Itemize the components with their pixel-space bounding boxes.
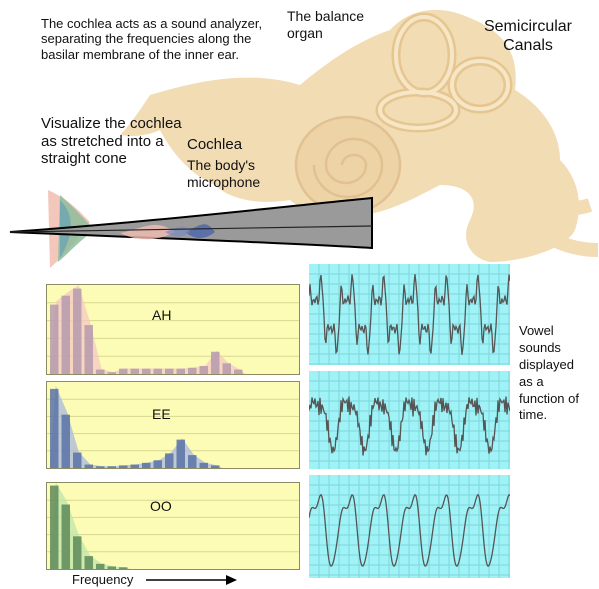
spectrum-ah: AH xyxy=(46,284,300,375)
stretched-cochlea-cone xyxy=(9,190,373,268)
spectrum-bar xyxy=(73,452,82,468)
spectrum-bar xyxy=(153,460,162,468)
spectrum-bar xyxy=(211,465,220,468)
vowel-sounds-caption: Vowel sounds displayed as a function of … xyxy=(519,323,579,423)
spectrum-bar xyxy=(84,556,93,569)
spectrum-bar xyxy=(165,453,174,468)
cochlea-label: Cochlea xyxy=(187,136,243,153)
spectrum-bar xyxy=(153,368,162,374)
microphone-label: The body's microphone xyxy=(187,157,261,190)
frequency-axis-label: Frequency xyxy=(72,572,134,587)
spectrum-bar xyxy=(107,566,116,569)
waveform-oo xyxy=(309,475,510,578)
visualize-cochlea-text: Visualize the cochlea as stretched into … xyxy=(41,115,182,168)
spectrum-bar xyxy=(107,372,116,374)
waveform-trace xyxy=(309,274,510,355)
spectrum-bar xyxy=(50,304,59,374)
spectrum-bar xyxy=(96,563,105,569)
waveform-ee xyxy=(309,371,510,469)
spectrum-bar xyxy=(130,368,139,374)
cochlea-analyzer-description: The cochlea acts as a sound analyzer, se… xyxy=(41,16,263,62)
spectrum-bar xyxy=(176,368,185,374)
waveform-ah xyxy=(309,264,510,365)
vowel-label-oo: OO xyxy=(150,498,172,514)
spectrum-bar xyxy=(84,325,93,374)
spectrum-bar xyxy=(176,439,185,468)
cochlea-spiral xyxy=(294,115,402,215)
vowel-label-ah: AH xyxy=(152,307,172,323)
spectrum-bar xyxy=(199,365,208,374)
spectrum-bar xyxy=(73,288,82,374)
spectrum-bar xyxy=(165,368,174,374)
spectrum-bar xyxy=(222,363,231,374)
spectrum-bar xyxy=(119,567,128,569)
spectrum-bar xyxy=(61,414,70,468)
spectrum-bar xyxy=(130,464,139,468)
spectrum-bar xyxy=(96,466,105,468)
spectrum-bar xyxy=(61,504,70,569)
spectrum-ee: EE xyxy=(46,381,300,469)
spectrum-bar xyxy=(84,464,93,468)
spectrum-bar xyxy=(188,367,197,374)
waveform-trace xyxy=(309,493,510,568)
spectrum-bar xyxy=(142,462,151,468)
spectrum-bar xyxy=(73,536,82,569)
spectrum-bar xyxy=(107,466,116,468)
spectrum-bar xyxy=(119,368,128,374)
frequency-arrow-icon xyxy=(146,575,237,585)
waveform-trace xyxy=(309,396,510,456)
spectrum-bar xyxy=(119,465,128,468)
semicircular-canals-label: Semicircular Canals xyxy=(483,18,572,54)
spectrum-bar xyxy=(50,485,59,569)
inner-ear-illustration xyxy=(9,9,599,268)
spectrum-oo: OO xyxy=(46,482,300,570)
spectrum-bar xyxy=(50,388,59,468)
spectrum-bar xyxy=(96,369,105,374)
spectrum-bar xyxy=(142,368,151,374)
spectrum-bar xyxy=(234,369,243,374)
spectrum-bar xyxy=(199,462,208,468)
spectrum-envelope xyxy=(50,483,131,569)
spectrum-bar xyxy=(211,351,220,374)
spectrum-bar xyxy=(61,295,70,374)
balance-organ-label: The balance organ xyxy=(287,8,365,41)
spectrum-bar xyxy=(188,455,197,468)
vowel-label-ee: EE xyxy=(152,406,171,422)
